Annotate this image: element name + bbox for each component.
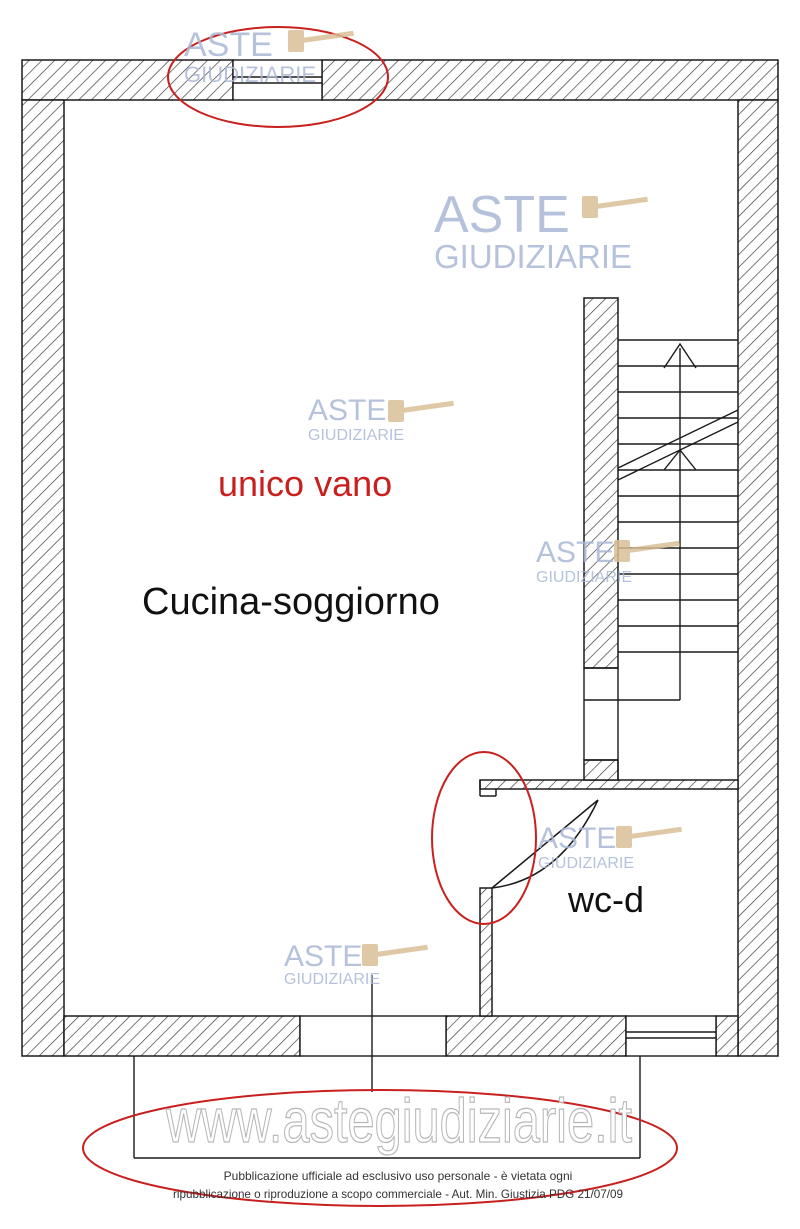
watermark-line2: GIUDIZIARIE (434, 238, 632, 275)
bottom-wall-left (63, 1015, 301, 1057)
left-wall (21, 99, 65, 1057)
top-wall-right (321, 59, 779, 101)
right-wall (737, 99, 779, 1057)
bottom-window-right (625, 1015, 717, 1057)
watermark-large: ASTE GIUDIZIARIE (434, 186, 648, 275)
staircase (583, 339, 739, 780)
external-step (133, 975, 641, 1159)
watermark-line2: GIUDIZIARIE (184, 62, 316, 87)
room-label-wc-d: wc-d (567, 879, 644, 920)
watermark-line1: ASTE (538, 822, 616, 855)
room-label-cucina-soggiorno: Cucina-soggiorno (142, 581, 440, 623)
watermark-line2: GIUDIZIARIE (284, 971, 380, 988)
footer-line1: Pubblicazione ufficiale ad esclusivo uso… (224, 1169, 573, 1183)
watermark-line1: ASTE (284, 940, 362, 973)
footer-line2: ripubblicazione o riproduzione a scopo c… (173, 1187, 623, 1201)
watermark-line2: GIUDIZIARIE (536, 569, 632, 586)
bottom-wall-right (715, 1015, 739, 1057)
watermark-line1: ASTE (536, 536, 614, 569)
bottom-window-left (299, 1015, 447, 1057)
stair-partition-wall (583, 297, 619, 669)
room-note-unico-vano: unico vano (218, 463, 392, 504)
highlight-top-window (167, 26, 389, 128)
bottom-wall-middle (445, 1015, 627, 1057)
watermark-line1: ASTE (308, 394, 386, 427)
wc-partition-top (479, 779, 739, 790)
top-window (232, 59, 323, 101)
watermark-wc: ASTE GIUDIZIARIE (538, 822, 682, 872)
watermark-line2: GIUDIZIARIE (538, 855, 634, 872)
top-wall-left (21, 59, 234, 101)
watermark-line2: GIUDIZIARIE (308, 427, 404, 444)
wc-partition-left (479, 887, 493, 1017)
watermark-center: ASTE GIUDIZIARIE (308, 394, 454, 444)
wc-door (491, 799, 599, 889)
door-jambs (479, 780, 497, 797)
watermark-line1: ASTE (184, 26, 273, 64)
watermark-top: ASTE GIUDIZIARIE (184, 26, 354, 87)
walls (21, 59, 779, 1057)
highlights (82, 26, 678, 1207)
highlight-bottom-area (82, 1089, 678, 1207)
highlight-wc-door (431, 751, 537, 925)
watermark-bottom: ASTE GIUDIZIARIE (284, 940, 428, 988)
wc-partition-stub (583, 759, 619, 781)
watermarks: ASTE GIUDIZIARIE ASTE GIUDIZIARIE ASTE G… (184, 26, 682, 988)
watermark-line1: ASTE (434, 186, 570, 244)
watermark-stairs: ASTE GIUDIZIARIE (536, 536, 680, 586)
watermark-site: www.astegiudiziarie.it (165, 1087, 632, 1156)
